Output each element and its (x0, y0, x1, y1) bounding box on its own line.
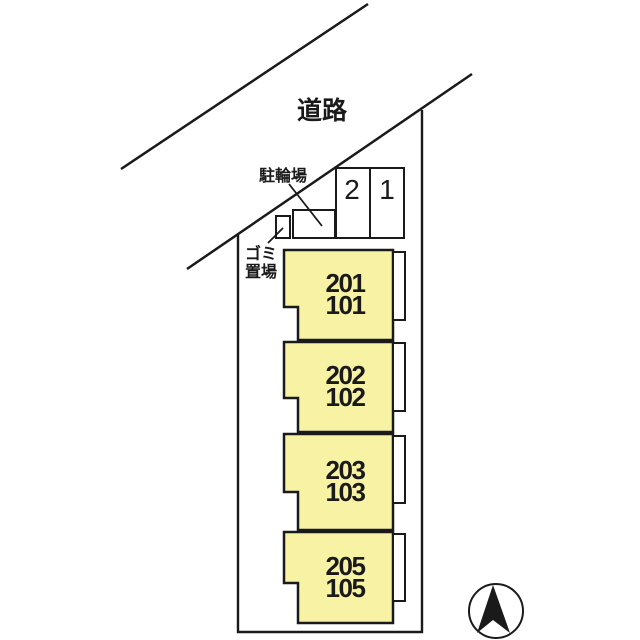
garbage-leader-line (267, 227, 284, 244)
parking-space-2-label: 2 (344, 174, 360, 205)
road-label: 道路 (297, 96, 348, 125)
unit-203-label: 203 (326, 455, 366, 485)
unit-202-102-balcony (392, 342, 406, 412)
unit-102-label: 102 (326, 382, 366, 412)
unit-202-label: 202 (326, 360, 366, 390)
unit-201-label: 201 (326, 268, 366, 298)
road-upper-edge-line (120, 2, 369, 171)
unit-205-label: 205 (326, 551, 366, 581)
unit-203-103-balcony (392, 435, 406, 504)
garbage-label-line1: ゴミ (245, 244, 277, 263)
garbage-area-rect (275, 215, 291, 239)
unit-201-101-shape (282, 248, 395, 342)
unit-205-105-shape (282, 530, 395, 625)
bicycle-parking-rect (292, 209, 336, 239)
parking-space-1-label: 1 (379, 174, 395, 205)
road-lower-edge-line (186, 72, 473, 271)
unit-203-103-shape (282, 432, 395, 532)
north-arrow-icon (468, 583, 524, 639)
unit-201-101-balcony (392, 251, 406, 321)
unit-101-label: 101 (326, 290, 366, 320)
garbage-label-line2: 置場 (245, 263, 277, 281)
unit-105-label: 105 (326, 573, 366, 603)
north-arrow-needle (477, 585, 510, 633)
unit-103-label: 103 (326, 477, 366, 507)
property-boundary (236, 110, 424, 634)
bicycle-parking-leader-line (288, 183, 323, 227)
bicycle-parking-label: 駐輪場 (259, 166, 307, 185)
unit-205-105-balcony (392, 533, 406, 602)
